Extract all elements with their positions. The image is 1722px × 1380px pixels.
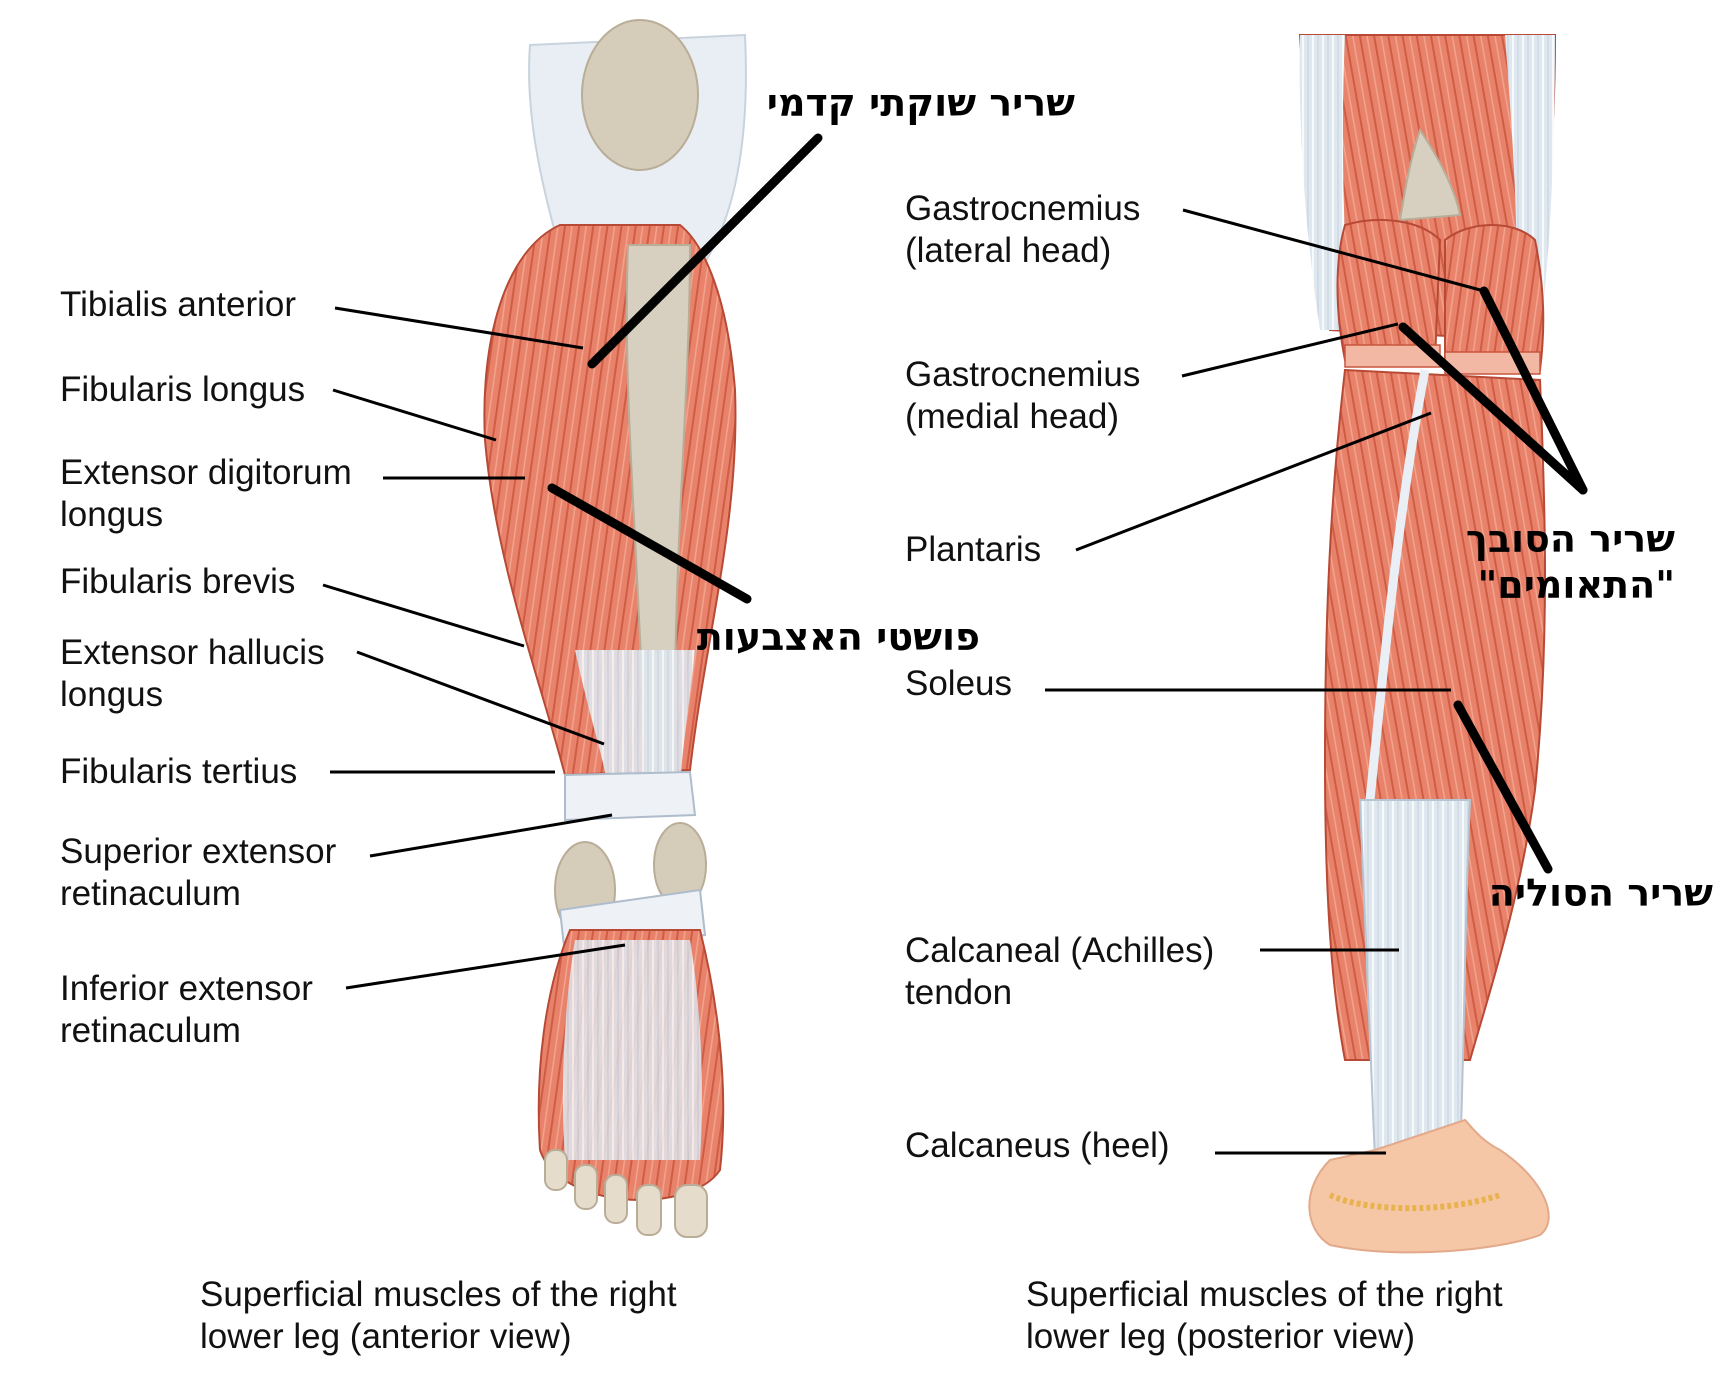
label-calcaneal-tendon: Calcaneal (Achilles) tendon	[905, 931, 1215, 1012]
label-extensor-digitorum-longus: Extensor digitorum longus	[60, 453, 352, 534]
label-inferior-extensor-retinaculum: Inferior extensor retinaculum	[60, 969, 313, 1050]
label-gastrocnemius-medial-head: Gastrocnemius (medial head)	[905, 355, 1141, 436]
achilles-tendon-shape	[1358, 799, 1472, 1161]
hebrew-tibialis-anterior: שריר שוקתי קדמי	[766, 81, 1075, 125]
gastrocnemius-lateral-shape	[1444, 224, 1545, 371]
label-leader-lines	[322, 208, 1485, 1155]
label-fibularis-longus: Fibularis longus	[60, 370, 306, 409]
hebrew-soleus: שריר הסוליה	[1488, 871, 1713, 915]
label-superior-extensor-retinaculum: Superior extensor retinaculum	[60, 832, 337, 913]
hebrew-extensor-digitorum: פושטי האצבעות	[696, 615, 980, 659]
heel-shape	[1308, 1118, 1550, 1254]
label-plantaris: Plantaris	[905, 530, 1042, 569]
anterior-leg	[483, 19, 747, 1238]
label-calcaneus: Calcaneus (heel)	[905, 1126, 1170, 1165]
label-fibularis-brevis: Fibularis brevis	[60, 562, 296, 601]
label-gastrocnemius-lateral-head: Gastrocnemius (lateral head)	[905, 189, 1141, 270]
label-tibialis-anterior: Tibialis anterior	[60, 285, 297, 324]
hebrew-leader-lines	[547, 133, 1588, 874]
label-soleus: Soleus	[905, 664, 1013, 703]
superior-retinaculum-shape	[564, 770, 697, 822]
gastrocnemius-medial-shape	[1336, 219, 1442, 361]
caption-anterior: Superficial muscles of the right lower l…	[200, 1275, 677, 1356]
label-extensor-hallucis-longus: Extensor hallucis longus	[60, 633, 325, 714]
posterior-leg	[1298, 34, 1557, 1254]
label-fibularis-tertius: Fibularis tertius	[60, 752, 298, 791]
caption-posterior: Superficial muscles of the right lower l…	[1026, 1275, 1503, 1356]
patella	[581, 19, 699, 171]
hebrew-gastrocnemius: שריר הסובך "התאומים"	[1465, 517, 1675, 607]
